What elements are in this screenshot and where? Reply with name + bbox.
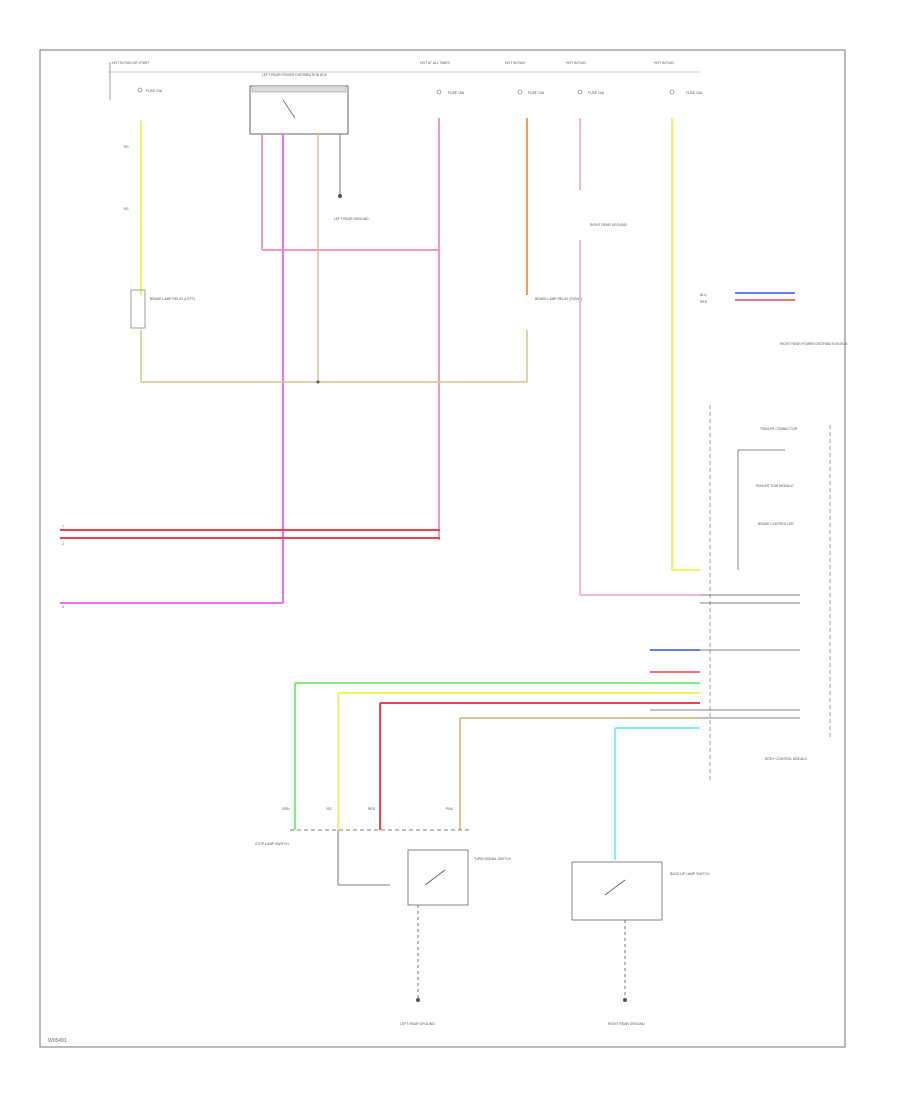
fuse-column-orange: HOT IN RUN FUSE 10A BRAKE LAMP RELAY (RI… — [505, 61, 582, 382]
label-stop-lamp: STOP LAMP SWITCH — [255, 842, 289, 846]
label-ground-2: RIGHT REAR GROUND — [590, 223, 627, 227]
label-hot-at-all-times-1: HOT AT ALL TIMES — [420, 61, 451, 65]
right-rear-fuse-box-connection: BLU RED RIGHT REAR POWER DISTRIBUTION BO… — [700, 292, 848, 346]
fuse-column-middle: HOT AT ALL TIMES FUSE 15A — [420, 61, 465, 540]
label-fuse-c: FUSE 10A — [528, 91, 545, 95]
label-pin-2: 2 — [62, 542, 64, 546]
label-fuse-d: FUSE 10A — [588, 91, 605, 95]
fuse-column-light-pink: HOT IN RUN FUSE 10A RIGHT REAR GROUND — [566, 61, 700, 596]
label-fuse-box-right: RIGHT REAR POWER DISTRIBUTION BOX — [780, 342, 848, 346]
label-ground-1: LEFT REAR GROUND — [334, 217, 369, 221]
backup-lamp-switch: BACK-UP LAMP SWITCH RIGHT REAR GROUND — [571, 861, 710, 1026]
label-hot-run-start: HOT IN RUN OR START — [112, 61, 150, 65]
fuse-icon-b — [436, 89, 442, 95]
fuse-column-left: HOT IN RUN OR START FUSE 10A YEL YEL BRA… — [109, 61, 195, 382]
label-fuse-b: FUSE 15A — [448, 91, 465, 95]
relay-1-box — [130, 289, 146, 329]
label-hot-in-run-2: HOT IN RUN — [566, 61, 586, 65]
lower-signal-bus: GRN YEL RED PNK — [282, 649, 700, 860]
fuse-icon-e — [669, 89, 675, 95]
label-trailer-module: TRAILER TOW MODULE — [755, 484, 794, 488]
label-pin-3: 3 — [62, 605, 64, 609]
trailer-connector: TRAILER CONNECTOR TRAILER TOW MODULE BRA… — [650, 405, 831, 780]
label-brake-controller: BRAKE CONTROLLER — [758, 522, 794, 526]
fuse-icon-c — [517, 89, 523, 95]
label-turn-signal: TURN SIGNAL SWITCH — [474, 857, 512, 861]
label-wire-red-2: RED — [368, 807, 376, 811]
label-fuse-e: FUSE 10A — [686, 91, 703, 95]
label-trailer-conn: TRAILER CONNECTOR — [760, 427, 798, 431]
label-hot-in-run-1: HOT IN RUN — [505, 61, 525, 65]
footer-code: W05491 — [48, 1038, 67, 1044]
turn-switch-box — [407, 849, 469, 906]
label-left-rear-fuse: LEFT REAR POWER DISTRIBUTION BOX — [262, 73, 328, 77]
label-wire-yel-3: YEL — [326, 807, 333, 811]
label-wire-yel-2: YEL — [123, 207, 130, 211]
label-backup-switch: BACK-UP LAMP SWITCH — [670, 872, 710, 876]
label-pin-1: 1 — [62, 524, 64, 528]
label-relay-1: BRAKE LAMP RELAY (LEFT) — [150, 297, 195, 301]
stop-lamp-switch-assembly: STOP LAMP SWITCH TURN SIGNAL SWITCH LEFT… — [255, 829, 512, 1026]
label-body-control: BODY CONTROL MODULE — [765, 757, 808, 761]
label-wire-yel-1: YEL — [123, 145, 130, 149]
fuse-box-left-rear: LEFT REAR POWER DISTRIBUTION BOX LEFT RE… — [249, 73, 440, 603]
fuse-column-right: HOT IN RUN FUSE 10A — [654, 61, 703, 571]
fuse-icon-d — [577, 89, 583, 95]
label-wire-pnk: PNK — [446, 807, 454, 811]
label-wire-grn: GRN — [282, 807, 290, 811]
label-fuse-a: FUSE 10A — [146, 89, 163, 93]
diagram-frame — [39, 49, 846, 1048]
backup-switch-box — [571, 861, 663, 921]
fuse-icon — [137, 87, 143, 93]
label-ground-3: LEFT REAR GROUND — [400, 1022, 435, 1026]
label-relay-2: BRAKE LAMP RELAY (RIGHT) — [535, 297, 582, 301]
label-hot-in-run-3: HOT IN RUN — [654, 61, 674, 65]
label-ground-4: RIGHT REAR GROUND — [608, 1022, 645, 1026]
label-wire-red: RED — [700, 300, 708, 304]
label-wire-blu: BLU — [700, 293, 707, 297]
